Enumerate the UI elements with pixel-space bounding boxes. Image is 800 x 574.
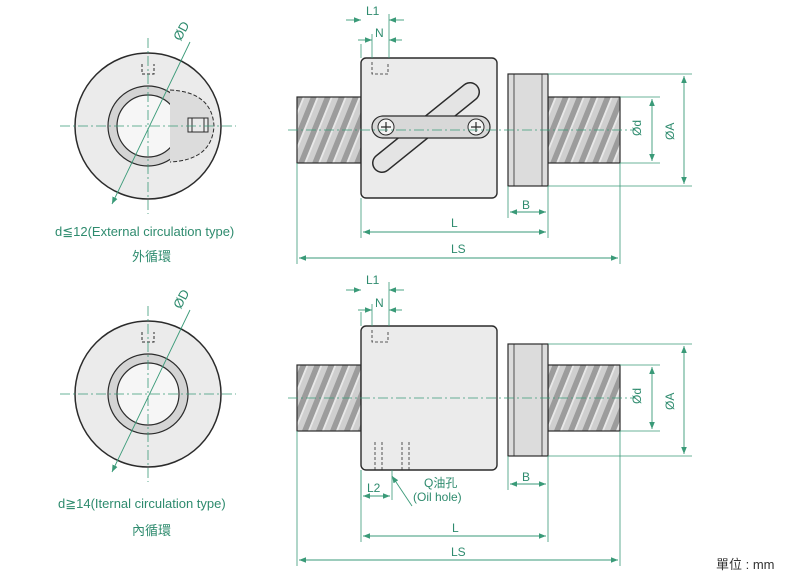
top-N-label: N bbox=[375, 26, 384, 40]
top-L1-label: L1 bbox=[366, 4, 380, 18]
bottom-d-label: Ød bbox=[630, 387, 644, 404]
bottom-diameter-leader bbox=[111, 309, 191, 473]
bottom-B-label: B bbox=[522, 470, 531, 484]
top-d-label: Ød bbox=[630, 119, 644, 136]
bottom-L1-label: L1 bbox=[366, 273, 380, 287]
top-tube-clamp bbox=[187, 117, 209, 133]
top-end-view bbox=[60, 38, 236, 214]
top-B-label: B bbox=[522, 198, 531, 212]
bottom-side-view bbox=[288, 282, 692, 566]
top-L-label: L bbox=[451, 216, 458, 230]
bottom-oil-hole-label: Q油孔 bbox=[424, 476, 458, 490]
top-caption: d≦12(External circulation type) bbox=[55, 224, 235, 239]
bottom-end-view bbox=[60, 306, 236, 482]
bottom-LS-label: LS bbox=[451, 545, 466, 559]
top-side-view bbox=[288, 14, 692, 264]
bottom-nut-flange bbox=[507, 343, 549, 457]
top-diameter-leader bbox=[111, 41, 191, 205]
oil-hole-leader bbox=[391, 475, 413, 507]
unit-label: 單位 : mm bbox=[716, 557, 775, 572]
bottom-oil-hole-en-label: (Oil hole) bbox=[413, 490, 462, 504]
bottom-N-label: N bbox=[375, 296, 384, 310]
bottom-caption: d≧14(Iternal circulation type) bbox=[58, 496, 226, 511]
bottom-A-label: ØA bbox=[663, 392, 677, 410]
bottom-L2-label: L2 bbox=[367, 481, 381, 495]
top-return-tube-side bbox=[371, 82, 491, 173]
bottom-caption-cn: 內循環 bbox=[132, 523, 172, 538]
top-caption-cn: 外循環 bbox=[132, 249, 172, 264]
top-A-label: ØA bbox=[663, 122, 677, 140]
bottom-L-label: L bbox=[452, 521, 459, 535]
top-LS-label: LS bbox=[451, 242, 466, 256]
